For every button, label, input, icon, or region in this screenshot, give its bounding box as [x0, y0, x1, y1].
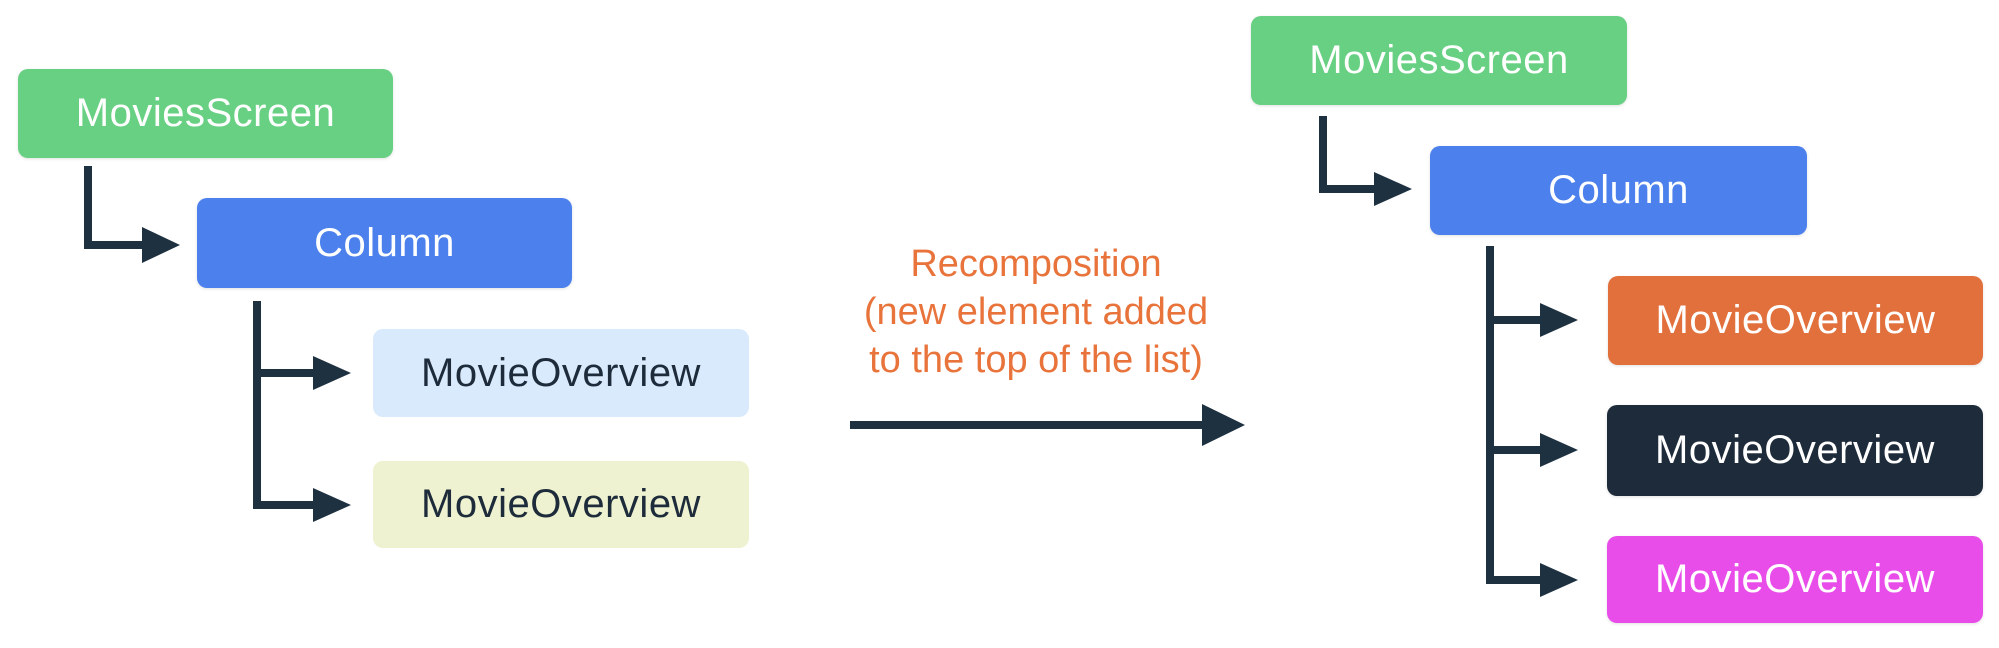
node-label: MovieOverview: [1655, 298, 1936, 342]
right-root-to-column-arrow: [1319, 116, 1412, 206]
left-tree-root-moviesscreen-node: MoviesScreen: [18, 69, 393, 158]
node-label: MovieOverview: [421, 350, 701, 395]
left-tree-movieoverview-node-1: MovieOverview: [373, 329, 749, 417]
node-label: Column: [1548, 168, 1689, 212]
node-label: MovieOverview: [1655, 557, 1935, 601]
recomposition-arrow: [850, 404, 1245, 446]
node-label: MovieOverview: [421, 482, 701, 526]
left-column-to-children-arrow: [253, 301, 351, 522]
right-tree-root-moviesscreen-node: MoviesScreen: [1251, 16, 1627, 105]
right-tree-movieoverview-node-3: MovieOverview: [1607, 536, 1983, 623]
annotation-line-3: to the top of the list): [869, 339, 1203, 381]
right-column-to-children-arrow: [1486, 246, 1578, 597]
recomposition-annotation: Recomposition (new element added to the …: [736, 240, 1336, 384]
right-tree-movieoverview-node-2: MovieOverview: [1607, 405, 1983, 496]
right-tree-movieoverview-node-1: MovieOverview: [1608, 276, 1983, 365]
annotation-line-1: Recomposition: [910, 243, 1162, 285]
right-tree-column-node: Column: [1430, 146, 1807, 235]
node-label: Column: [314, 220, 455, 265]
node-label: MoviesScreen: [75, 91, 336, 135]
left-tree-movieoverview-node-2: MovieOverview: [373, 461, 749, 548]
node-label: MoviesScreen: [1309, 38, 1569, 82]
annotation-line-2: (new element added: [863, 291, 1209, 333]
node-label: MovieOverview: [1655, 428, 1935, 472]
left-tree-column-node: Column: [197, 198, 572, 288]
left-root-to-column-arrow: [84, 166, 180, 263]
